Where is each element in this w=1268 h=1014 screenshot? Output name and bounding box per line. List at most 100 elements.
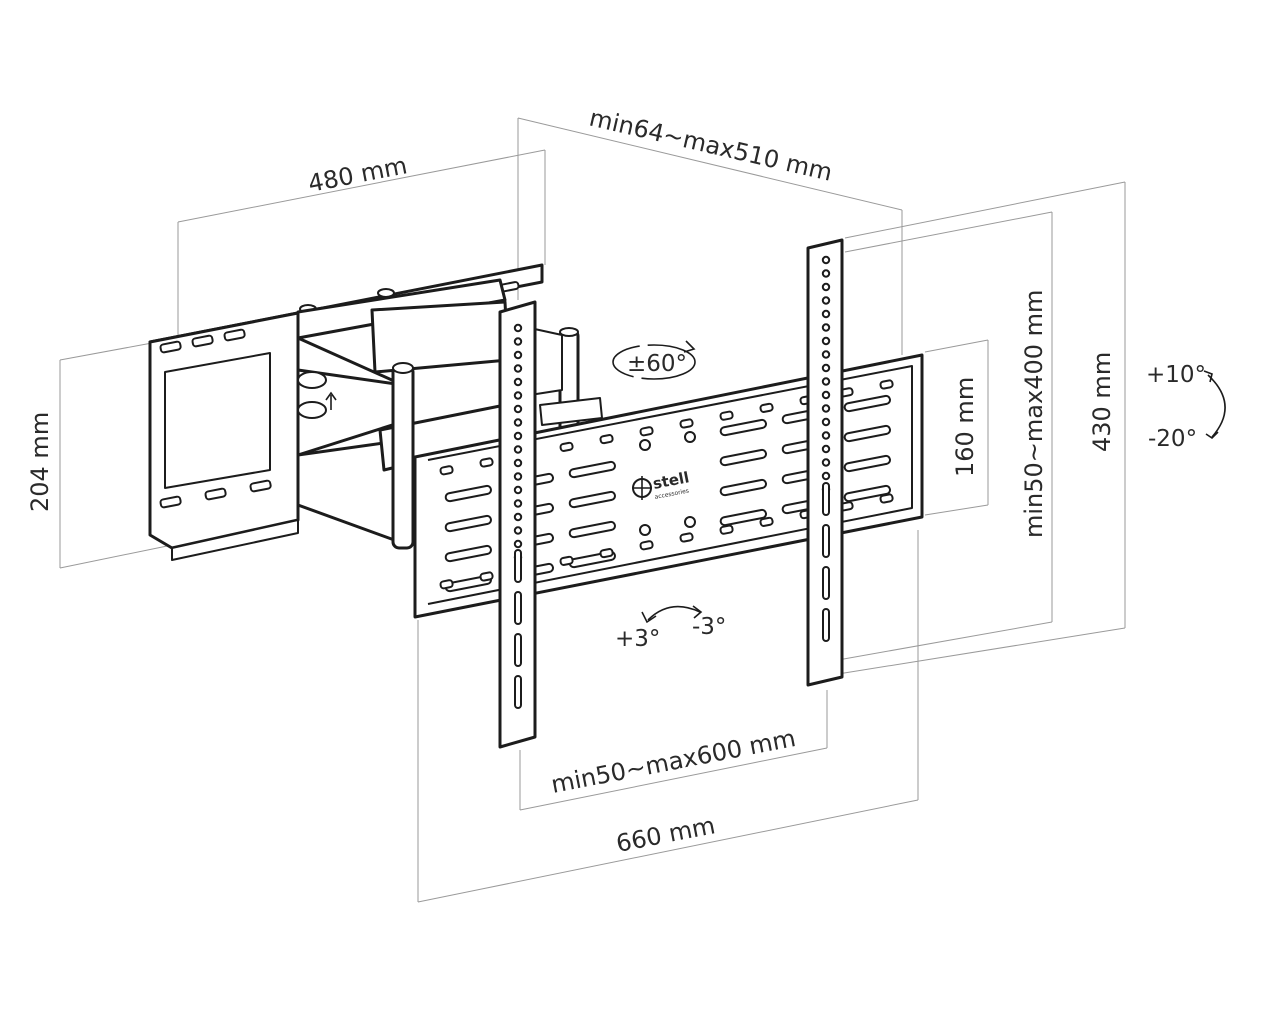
bracket-hole bbox=[513, 350, 523, 360]
bracket-hole bbox=[513, 485, 523, 495]
tv-slot bbox=[559, 441, 574, 452]
tv-hole bbox=[639, 439, 651, 451]
tv-slot bbox=[444, 484, 492, 503]
tv-slot bbox=[439, 579, 454, 590]
bracket-hole bbox=[821, 471, 831, 481]
bracket-hole bbox=[821, 417, 831, 427]
bracket-slot bbox=[514, 675, 522, 709]
tilt-indicator bbox=[1203, 370, 1226, 440]
swing-arms bbox=[296, 278, 603, 550]
level-indicator bbox=[641, 605, 703, 624]
bracket-hole bbox=[821, 404, 831, 413]
level-minus-label: -3° bbox=[692, 614, 726, 640]
angle-labels: ±60° +10° -20° +3° -3° bbox=[615, 351, 1206, 652]
tv-slot bbox=[639, 540, 654, 551]
bracket-height-label: 430 mm bbox=[1088, 352, 1116, 452]
bracket-hole bbox=[513, 526, 523, 535]
tv-slot bbox=[479, 571, 494, 582]
tv-slot bbox=[879, 379, 894, 390]
tv-hole bbox=[684, 516, 696, 528]
tv-slot bbox=[679, 532, 694, 543]
swivel-angle-label: ±60° bbox=[627, 351, 687, 377]
wall-slot bbox=[223, 328, 246, 342]
tv-slot bbox=[444, 514, 492, 533]
bracket-hole bbox=[821, 350, 831, 359]
vertical-bracket-left bbox=[498, 300, 537, 749]
tv-slot bbox=[568, 490, 616, 509]
tv-slot bbox=[599, 434, 614, 445]
tv-slot bbox=[719, 418, 767, 437]
bracket-hole bbox=[513, 364, 523, 373]
bracket-hole bbox=[821, 431, 831, 440]
tv-rail-height-label: 160 mm bbox=[951, 377, 979, 477]
bracket-hole bbox=[513, 418, 523, 427]
tv-slot bbox=[843, 454, 891, 473]
bracket-hole bbox=[821, 309, 831, 319]
tv-slot bbox=[719, 448, 767, 467]
wall-slot bbox=[159, 495, 182, 509]
level-plus-label: +3° bbox=[615, 626, 660, 652]
tv-hole bbox=[639, 524, 651, 536]
vertical-vesa-label: min50~max400 mm bbox=[1020, 290, 1048, 538]
bracket-hole bbox=[513, 539, 523, 549]
bracket-hole bbox=[513, 377, 523, 387]
tv-slot bbox=[759, 516, 774, 527]
bracket-hole bbox=[821, 444, 831, 454]
tv-slot bbox=[759, 402, 774, 413]
wall-slot bbox=[159, 340, 182, 354]
bracket-hole bbox=[513, 404, 523, 414]
bracket-slot bbox=[514, 591, 522, 625]
bracket-slot bbox=[822, 482, 830, 516]
bracket-hole bbox=[821, 377, 831, 386]
bracket-hole bbox=[513, 458, 523, 468]
tilt-down-label: -20° bbox=[1148, 426, 1197, 452]
tv-slot bbox=[719, 508, 767, 527]
tv-slot bbox=[439, 465, 454, 476]
tv-slot bbox=[559, 555, 574, 566]
bracket-hole bbox=[821, 255, 831, 265]
swivel-indicator bbox=[612, 340, 696, 380]
bracket-hole bbox=[821, 458, 831, 467]
vertical-bracket-right bbox=[806, 238, 844, 687]
bracket-hole bbox=[821, 363, 831, 373]
wall-slot bbox=[204, 487, 227, 501]
bracket-slot bbox=[822, 608, 830, 642]
tv-slot bbox=[719, 410, 734, 421]
dimension-lines bbox=[59, 117, 1126, 903]
bracket-slot bbox=[822, 566, 830, 600]
bracket-slot bbox=[822, 524, 830, 558]
bracket-hole bbox=[513, 445, 523, 454]
bracket-hole bbox=[821, 296, 831, 305]
bracket-hole bbox=[513, 323, 523, 333]
tv-mounting-plate: stell accessories bbox=[413, 353, 924, 619]
tv-slot bbox=[568, 520, 616, 539]
bracket-hole bbox=[513, 472, 523, 481]
tv-slot bbox=[639, 426, 654, 437]
bracket-hole bbox=[821, 390, 831, 400]
tilt-up-label: +10° bbox=[1146, 362, 1206, 388]
wall-plate-height-label: 204 mm bbox=[26, 412, 54, 512]
tv-slot bbox=[599, 548, 614, 559]
wall-slot bbox=[191, 334, 214, 348]
tv-slot bbox=[479, 457, 494, 468]
bracket-hole bbox=[513, 499, 523, 508]
tv-slot bbox=[679, 418, 694, 429]
tv-slot bbox=[843, 394, 891, 413]
tv-slot bbox=[843, 424, 891, 443]
wall-slot bbox=[249, 479, 272, 493]
tv-slot bbox=[843, 484, 891, 503]
bracket-hole bbox=[513, 391, 523, 400]
bracket-hole bbox=[513, 431, 523, 441]
tv-hole bbox=[684, 431, 696, 443]
arm-extension-label: min64~max510 mm bbox=[587, 104, 835, 187]
bracket-hole bbox=[513, 337, 523, 346]
bracket-hole bbox=[821, 269, 831, 278]
bracket-hole bbox=[821, 323, 831, 332]
tv-slot bbox=[568, 460, 616, 479]
tv-slot bbox=[879, 493, 894, 504]
bracket-hole bbox=[821, 282, 831, 292]
tv-slot bbox=[719, 478, 767, 497]
bracket-hole bbox=[513, 512, 523, 522]
tv-slot bbox=[719, 524, 734, 535]
